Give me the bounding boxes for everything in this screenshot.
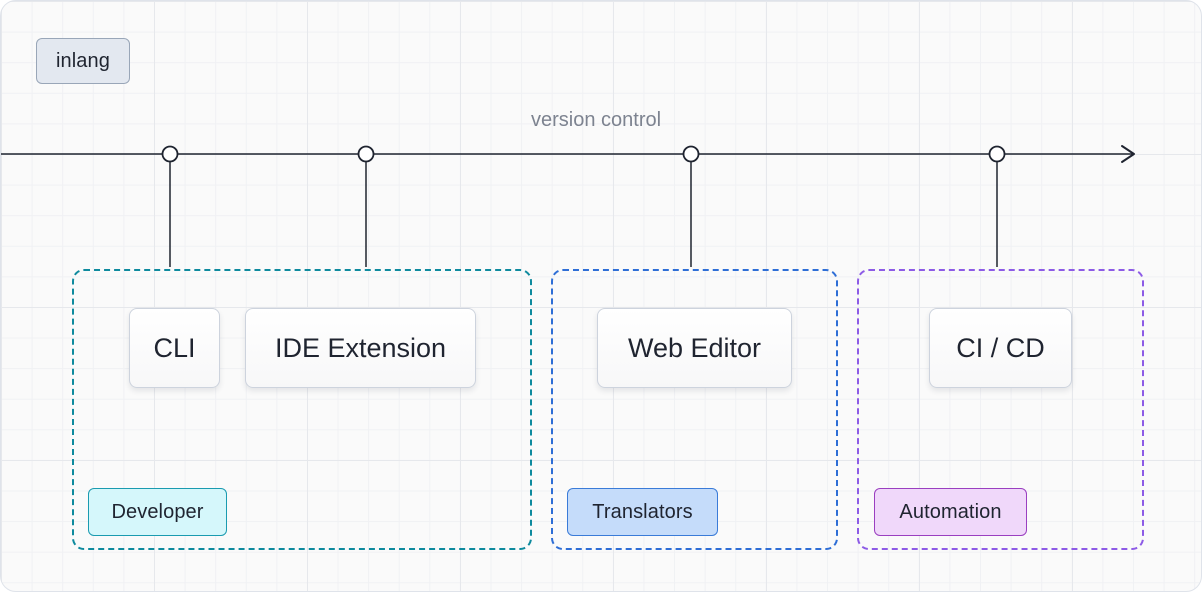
node-web-editor — [682, 145, 700, 163]
ci-cd-card: CI / CD — [929, 308, 1072, 388]
automation-label: Automation — [874, 488, 1027, 536]
node-ide-extension — [357, 145, 375, 163]
translators-group — [551, 269, 838, 550]
translators-label: Translators — [567, 488, 718, 536]
ide-extension-card: IDE Extension — [245, 308, 476, 388]
developer-group — [72, 269, 532, 550]
developer-label: Developer — [88, 488, 227, 536]
node-ci-cd — [988, 145, 1006, 163]
web-editor-card: Web Editor — [597, 308, 792, 388]
inlang-label: inlang — [36, 38, 130, 84]
timeline-arrowhead — [1121, 145, 1135, 163]
cli-card: CLI — [129, 308, 220, 388]
automation-group — [857, 269, 1144, 550]
version-control-label: version control — [531, 109, 662, 131]
node-cli — [161, 145, 179, 163]
